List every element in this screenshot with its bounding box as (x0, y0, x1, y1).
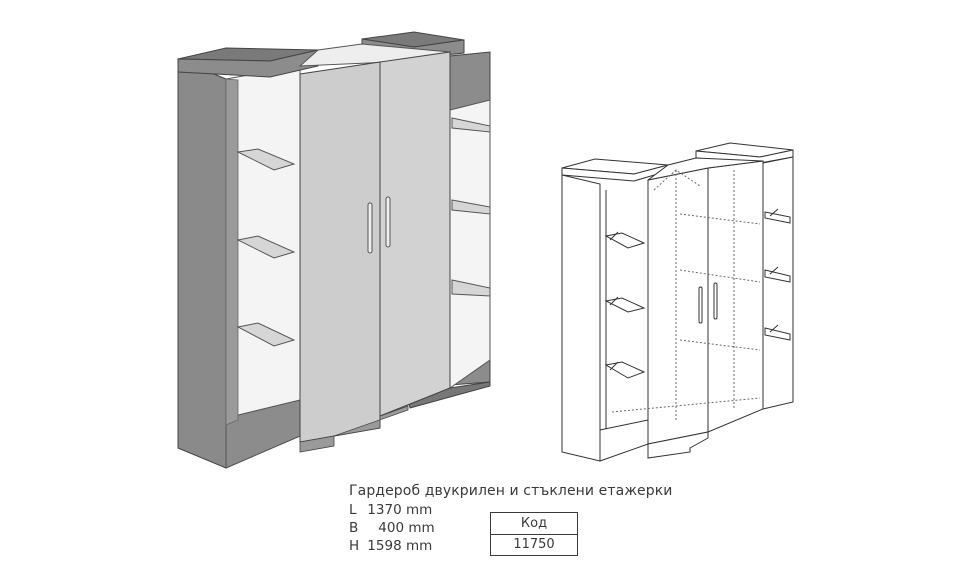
line-shelf-3 (604, 361, 646, 379)
line-door-right (707, 160, 764, 433)
door-right (379, 51, 451, 417)
line-right-side (762, 156, 794, 410)
wardrobe-doors (298, 43, 451, 453)
right-shelf-2 (451, 199, 491, 215)
line-handle-left (698, 286, 703, 324)
line-hidden-interior (611, 169, 761, 420)
code-value: 11750 (513, 537, 555, 552)
line-right-glare-3 (769, 324, 779, 333)
left-tower-top-edge (177, 49, 319, 78)
handle-left (367, 202, 373, 254)
left-tower-front (177, 58, 227, 469)
right-shelf-1 (451, 117, 491, 133)
left-tower-inner-side (225, 78, 239, 426)
wardrobe-plinth (299, 405, 409, 453)
line-handle-right (713, 282, 718, 320)
dimension-length-key: L (349, 502, 357, 518)
dimension-height: H 1598 mm (349, 538, 432, 554)
line-glare-2 (609, 296, 619, 306)
line-plinth (647, 431, 709, 459)
dimension-length-value: 1370 mm (367, 502, 433, 518)
line-left-side (561, 174, 601, 462)
code-label: Код (491, 513, 577, 535)
handle-right (385, 196, 391, 248)
glass-shelf-1 (236, 148, 296, 171)
dimension-height-key: H (349, 538, 360, 554)
glass-shelf-3 (236, 322, 296, 347)
dimension-depth: B 400 mm (349, 520, 435, 536)
line-shelf-2 (604, 297, 646, 313)
line-right-glare-1 (769, 208, 779, 217)
glass-shelf-2 (236, 235, 296, 259)
product-code-table: Код 11750 (490, 512, 578, 556)
line-shelf-1 (604, 232, 646, 249)
dimension-depth-key: B (349, 520, 359, 536)
line-glare-3 (609, 361, 619, 371)
right-shelf-3 (451, 279, 491, 297)
dimension-height-value: 1598 mm (367, 538, 433, 554)
wardrobe-line-drawing (561, 142, 794, 462)
line-right-glare-2 (769, 266, 779, 275)
line-door-top (647, 157, 764, 181)
right-tower-interior (449, 99, 491, 389)
left-tower (177, 47, 319, 469)
dimension-depth-value: 400 mm (378, 520, 435, 536)
line-left-base (599, 419, 649, 462)
line-glare-1 (609, 231, 619, 241)
product-title: Гардероб двукрилен и стъклени етажерки (349, 483, 673, 499)
dimension-length: L 1370 mm (349, 502, 432, 518)
